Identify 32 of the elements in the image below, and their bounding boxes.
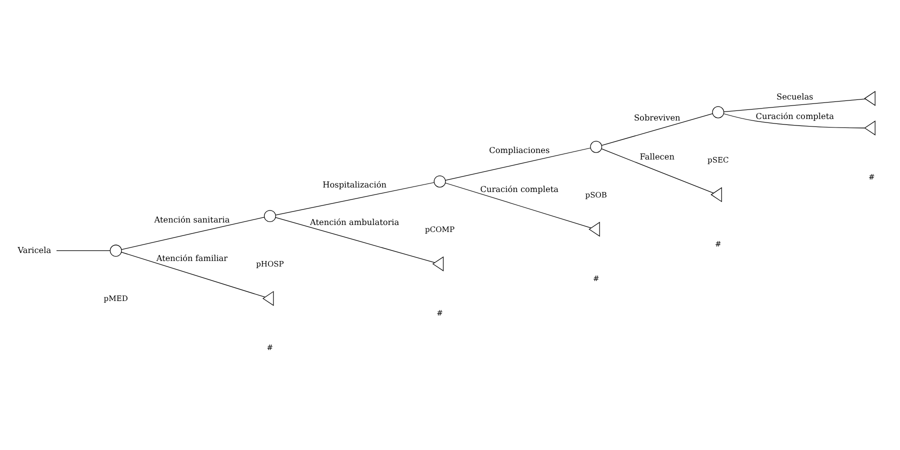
connector <box>120 216 264 250</box>
node-circle <box>590 140 602 152</box>
connector <box>274 216 434 262</box>
edge-label: Secuelas <box>776 90 813 101</box>
node-triangle <box>432 256 444 271</box>
node-circle <box>712 106 724 118</box>
connector <box>444 182 591 228</box>
node-triangle <box>262 290 274 306</box>
node-text: Varicela <box>17 244 51 254</box>
edge-label: Atención familiar <box>156 252 228 262</box>
edge-label: Fallecen <box>639 151 674 162</box>
edge-label: Hospitalización <box>322 178 386 189</box>
node-triangle <box>864 90 875 106</box>
edge-label: Sobreviven <box>633 112 680 122</box>
connector <box>600 112 712 146</box>
edge-label: Curación completa <box>480 183 558 194</box>
edge-label: Atención sanitaria <box>154 214 230 224</box>
edge-label: Atención ambulatoria <box>310 216 399 227</box>
node-circle <box>264 210 276 222</box>
node-circle <box>109 244 122 256</box>
connector <box>274 182 434 215</box>
edge-label: Curación completa <box>755 110 834 120</box>
connector <box>120 251 265 297</box>
node-triangle <box>864 120 875 135</box>
node-circle <box>433 175 446 187</box>
edge-label: Compliaciones <box>488 144 550 154</box>
node-triangle <box>710 186 722 202</box>
node-triangle <box>588 221 600 236</box>
connector <box>722 112 864 128</box>
connector <box>600 148 714 193</box>
connector <box>723 98 866 112</box>
connector <box>444 147 590 180</box>
